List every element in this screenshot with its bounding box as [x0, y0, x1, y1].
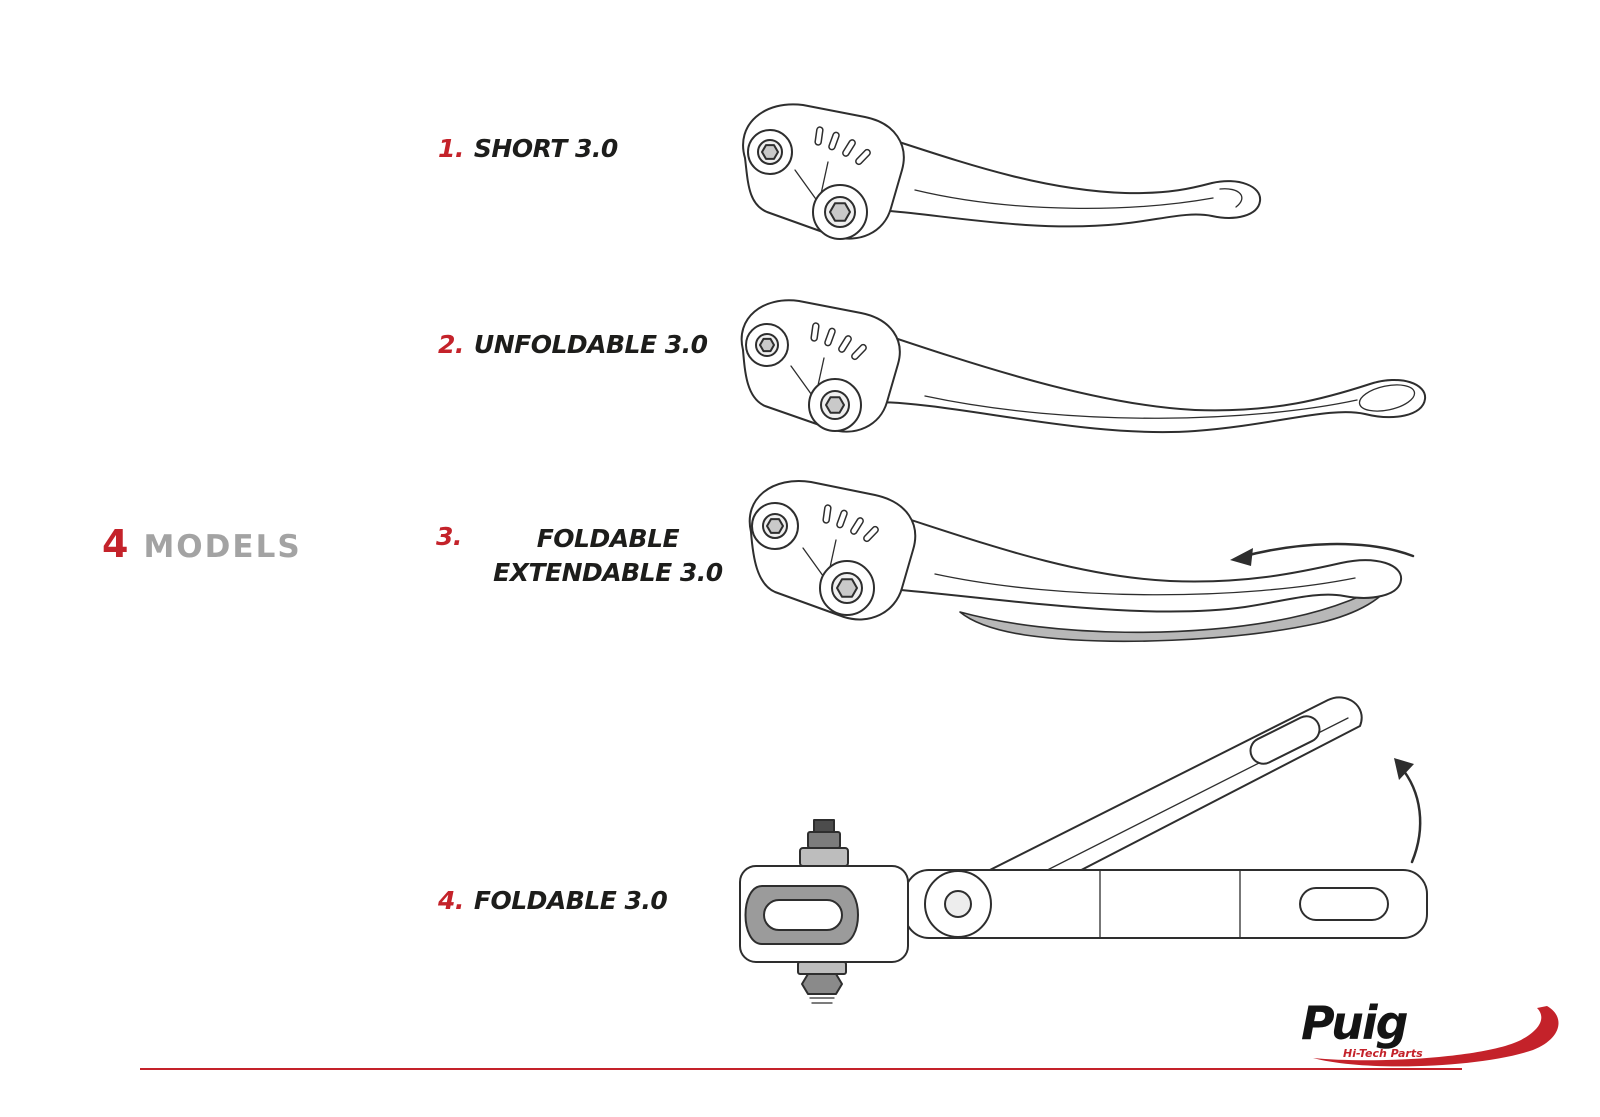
lever-blade [861, 327, 1427, 434]
arm-slot-hole [1299, 887, 1389, 921]
adjuster-bolt-icon [808, 378, 862, 432]
models-heading: 4 MODELS [102, 522, 302, 566]
pivot-circle [924, 870, 992, 938]
brand-tagline: Hi-Tech Parts [1343, 1047, 1423, 1060]
model-4-label: 4. FOLDABLE 3.0 [438, 886, 668, 915]
logo-swoosh-icon [1313, 1006, 1559, 1067]
clamp-assembly [739, 819, 909, 1004]
models-count: 4 [102, 522, 129, 566]
model-2-number: 2. [438, 330, 464, 359]
pivot-bolt-icon [751, 502, 799, 550]
model-3-name: FOLDABLE EXTENDABLE 3.0 [493, 524, 723, 587]
models-word: MODELS [143, 529, 302, 565]
adjuster-bolt-icon [819, 560, 875, 616]
lever-foldable-drawing [739, 696, 1428, 1004]
top-bolt-icon [799, 819, 849, 867]
vent-slots [814, 126, 871, 166]
lever-unfoldable-drawing [740, 299, 1427, 434]
vent-slots [810, 322, 867, 361]
puig-logo: Puig Hi-Tech Parts [1285, 996, 1565, 1074]
model-2-name: UNFOLDABLE 3.0 [473, 330, 708, 359]
model-4-number: 4. [438, 886, 464, 915]
model-1-number: 1. [438, 134, 464, 163]
model-4-name: FOLDABLE 3.0 [473, 886, 668, 915]
pivot-bolt-icon [745, 323, 789, 367]
lever-foldable-extendable-illustration [725, 470, 1455, 689]
blade-slot-hole [1249, 715, 1321, 765]
model-1-name: SHORT 3.0 [473, 134, 618, 163]
lever-foldable-illustration [700, 660, 1445, 1009]
lever-blade [876, 509, 1403, 613]
extend-arrow-icon [1230, 542, 1415, 566]
lever-short-drawing [742, 103, 1262, 240]
lever-foldable-extendable-drawing [748, 480, 1415, 643]
model-1-label: 1. SHORT 3.0 [438, 134, 618, 163]
model-2-label: 2. UNFOLDABLE 3.0 [438, 330, 708, 359]
pivot-bolt-icon [747, 129, 793, 175]
brand-wordmark: Puig [1301, 996, 1409, 1050]
lever-blade [864, 131, 1262, 228]
lever-unfoldable-illustration [715, 290, 1445, 479]
lever-short-illustration [715, 90, 1275, 309]
model-3-label: 3. FOLDABLE EXTENDABLE 3.0 [436, 522, 744, 590]
footer-rule [140, 1068, 1462, 1070]
adjuster-bolt-icon [812, 184, 868, 240]
model-3-number: 3. [436, 522, 462, 551]
bottom-bolt-icon [797, 961, 847, 1004]
fold-arrow-icon [1394, 758, 1422, 864]
vent-slots [822, 504, 879, 543]
